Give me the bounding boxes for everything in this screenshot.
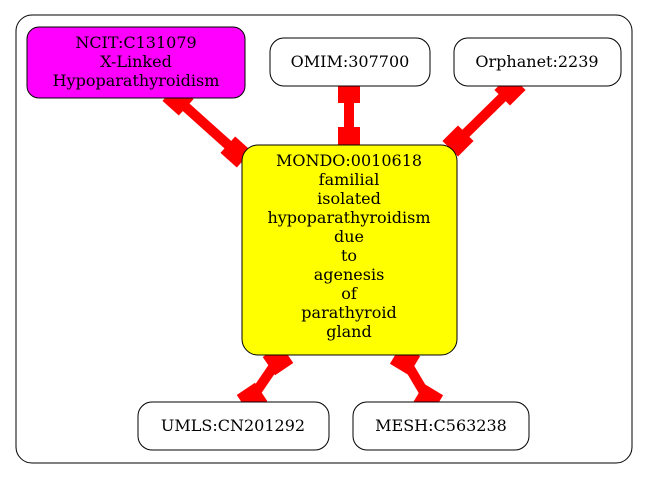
node-ncit-line-2: X-Linked (100, 52, 172, 71)
node-center-line-6: to (341, 246, 357, 265)
node-center-id: MONDO:0010618 (276, 151, 422, 170)
node-center-line-2: familial (319, 170, 380, 189)
node-mesh[interactable]: MESH:C563238 (352, 401, 530, 451)
node-center-line-10: gland (326, 322, 371, 341)
node-omim-label: OMIM:307700 (291, 52, 410, 71)
node-umls-label: UMLS:CN201292 (161, 416, 305, 435)
node-mesh-label: MESH:C563238 (375, 416, 507, 435)
node-ncit[interactable]: NCIT:C131079 X-Linked Hypoparathyroidism (26, 26, 246, 99)
node-center-line-4: hypoparathyroidism (267, 208, 430, 227)
node-orphanet-label: Orphanet:2239 (475, 52, 598, 71)
node-ncit-id: NCIT:C131079 (75, 33, 196, 52)
node-center[interactable]: MONDO:0010618 familial isolated hypopara… (241, 144, 458, 356)
node-center-line-7: agenesis (314, 265, 385, 284)
node-center-line-8: of (341, 284, 358, 303)
node-center-line-9: parathyroid (301, 303, 396, 322)
node-center-line-3: isolated (317, 189, 381, 208)
node-ncit-line-3: Hypoparathyroidism (53, 71, 220, 90)
node-omim[interactable]: OMIM:307700 (269, 37, 431, 87)
node-orphanet[interactable]: Orphanet:2239 (453, 37, 622, 87)
node-umls[interactable]: UMLS:CN201292 (137, 401, 330, 451)
node-center-line-5: due (334, 227, 364, 246)
